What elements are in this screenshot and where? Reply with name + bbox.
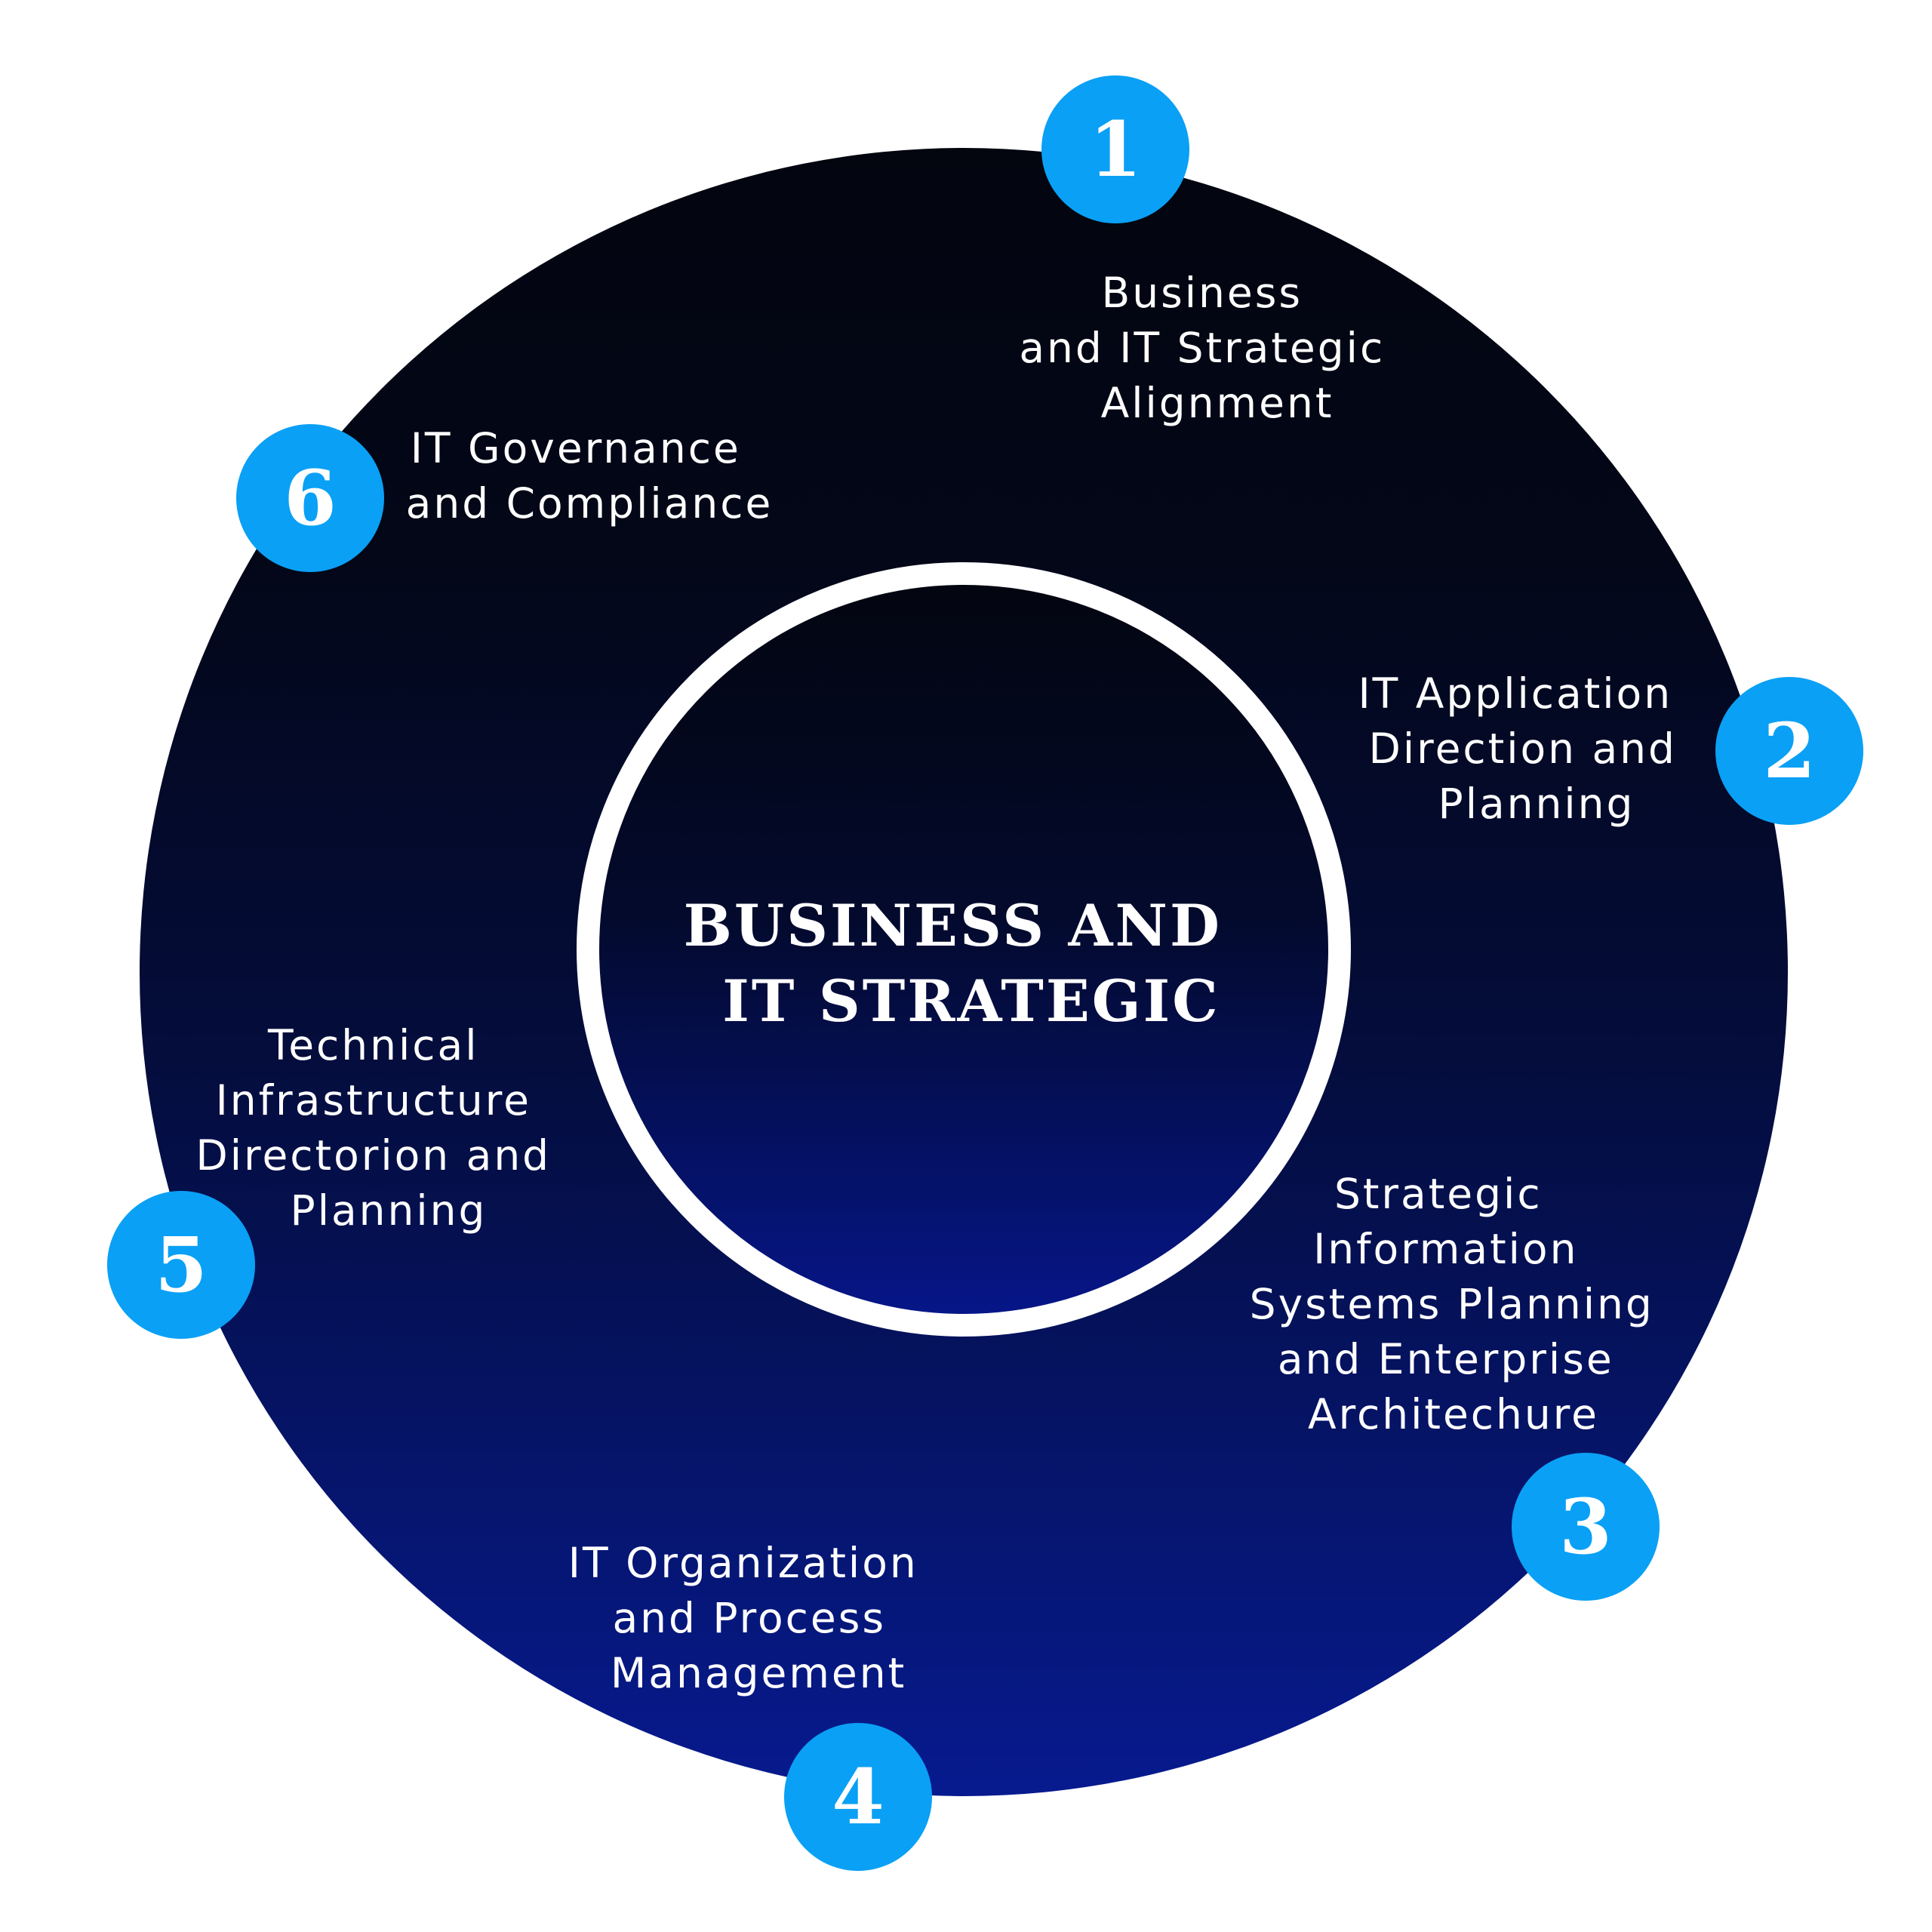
step-5-label: Technical Infrastructure Directorion and…: [195, 1021, 566, 1235]
step-3-number: 3: [1559, 1482, 1612, 1571]
step-4-label-line-2: and Process: [612, 1594, 886, 1642]
step-2-label-line-2: Direction and: [1369, 724, 1677, 773]
step-6-label: IT Governance and Compliance: [406, 424, 774, 528]
step-4-badge: [784, 1723, 932, 1871]
step-6-label-line-1: IT Governance: [411, 424, 741, 472]
step-4-number: 4: [832, 1752, 884, 1841]
center-title: BUSINESS AND IT STRATEGIC: [684, 892, 1244, 1035]
step-3-label: Strategic Information Systems Planning a…: [1250, 1170, 1670, 1438]
step-3-label-line-3: Systems Planning: [1250, 1280, 1654, 1328]
center-title-line-1: BUSINESS AND: [684, 892, 1222, 959]
step-1-label-line-3: Alignment: [1101, 379, 1334, 427]
step-2-label-line-3: Planning: [1438, 780, 1635, 828]
step-4-label-line-1: IT Organization: [568, 1539, 918, 1587]
step-2-label-line-1: IT Application: [1358, 669, 1672, 718]
step-2-number: 2: [1763, 706, 1816, 795]
step-1-label-line-2: and IT Strategic: [1019, 324, 1385, 372]
step-2-label: IT Application Direction and Planning: [1358, 669, 1692, 828]
step-6: 6 IT Governance and Compliance: [236, 424, 774, 572]
step-6-label-line-2: and Compliance: [406, 479, 774, 528]
step-5: 5 Technical Infrastructure Directorion a…: [107, 1021, 566, 1339]
step-3-label-line-5: Architechure: [1308, 1390, 1599, 1438]
step-5-label-line-4: Planning: [291, 1186, 488, 1235]
step-3-label-line-1: Strategic: [1334, 1170, 1543, 1218]
step-5-badge: [107, 1191, 255, 1339]
step-2-badge: [1715, 677, 1863, 825]
step-6-number: 6: [284, 454, 337, 543]
step-5-number: 5: [155, 1220, 208, 1309]
step-3-label-line-2: Information: [1313, 1225, 1578, 1273]
inner-circle: [577, 562, 1351, 1337]
step-1: 1 Business and IT Strategic Alignment: [1019, 75, 1400, 427]
step-4-label: IT Organization and Process Management: [568, 1539, 934, 1697]
step-5-label-line-1: Technical: [267, 1021, 479, 1069]
step-4: 4 IT Organization and Process Management: [568, 1539, 934, 1871]
step-2: 2 IT Application Direction and Planning: [1358, 669, 1863, 828]
step-1-label: Business and IT Strategic Alignment: [1019, 269, 1400, 427]
step-4-label-line-3: Management: [611, 1649, 906, 1697]
step-1-badge: [1041, 75, 1189, 223]
step-3-label-line-4: and Enterprise: [1278, 1335, 1614, 1383]
step-5-label-line-2: Infrastructure: [216, 1076, 531, 1124]
step-3: 3 Strategic Information Systems Planning…: [1250, 1170, 1670, 1601]
step-1-label-line-1: Business: [1101, 269, 1303, 317]
step-6-badge: [236, 424, 384, 572]
step-3-badge: [1512, 1453, 1660, 1601]
step-1-number: 1: [1089, 105, 1142, 194]
step-5-label-line-3: Directorion and: [195, 1131, 551, 1180]
center-title-line-2: IT STRATEGIC: [722, 968, 1220, 1035]
